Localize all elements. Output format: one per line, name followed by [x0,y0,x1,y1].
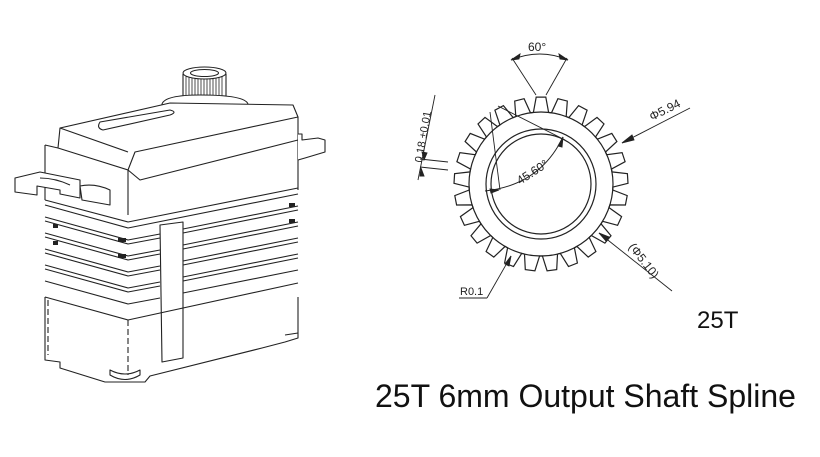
spline-root-circle [468,111,614,257]
servo-cooling-fins [44,193,299,305]
servo-drawing [14,66,326,383]
dimension-root-radius [459,255,512,299]
spline-bore-inner [490,133,592,235]
label-tooth-angle: 60° [528,40,546,54]
servo-mounting-tab-left [14,171,111,206]
label-outer-diameter: Φ5.94 [647,96,683,124]
label-root-radius: R0.1 [460,286,483,298]
label-tooth-height: 0.18 ±0.01 [413,110,434,163]
spline-cross-section [453,96,629,272]
dimension-tooth-angle [510,53,569,96]
label-pitch-angle: 45.60° [514,157,551,188]
label-root-diameter: (Φ5.10) [626,240,662,281]
tooth-count-label: 25T [697,307,739,334]
spline-teeth-profile [453,96,629,272]
dimension-tooth-height [417,94,449,181]
servo-mounting-tab-right [297,133,326,161]
dimension-root-diameter [598,232,673,292]
dimension-outer-diameter [621,107,691,144]
spline-bore-outer [485,128,597,240]
diagram-caption: 25T 6mm Output Shaft Spline [375,378,796,414]
dimension-pitch-angle [484,105,566,194]
